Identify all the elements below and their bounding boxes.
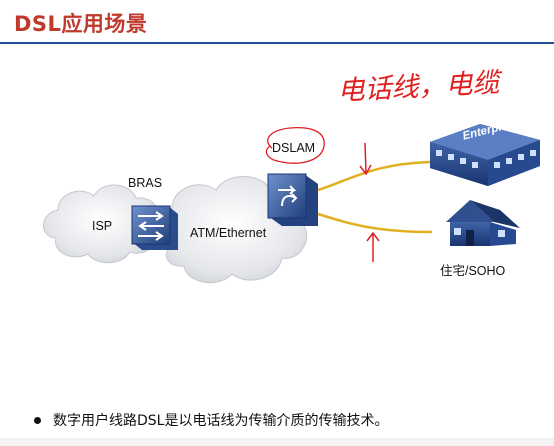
slide-title: DSL应用场景 — [14, 12, 148, 36]
handwritten-note: 电话线，电缆 — [337, 67, 504, 107]
bras-label: BRAS — [128, 176, 163, 190]
dslam-label: DSLAM — [272, 141, 316, 155]
red-arrow-up — [366, 231, 380, 262]
isp-label: ISP — [92, 219, 113, 233]
phone-lines — [317, 160, 433, 234]
red-arrow-down — [359, 142, 372, 176]
bullet-dot — [34, 416, 41, 424]
enterprise-building-icon — [430, 124, 540, 186]
bullet-item: 数字用户线路DSL是以电话线为传输介质的传输技术。 — [34, 410, 388, 430]
bullet-text: 数字用户线路DSL是以电话线为传输介质的传输技术。 — [53, 413, 389, 429]
slide-bottom-bar — [0, 438, 554, 446]
bras-router-icon — [131, 205, 178, 250]
title-divider — [0, 42, 554, 44]
dslam-circle-mark — [265, 126, 325, 164]
home-soho-label: 住宅/SOHO — [440, 264, 506, 278]
atm-ethernet-label: ATM/Ethernet — [190, 226, 267, 240]
home-house-icon — [446, 200, 520, 246]
dslam-device-icon — [267, 173, 318, 226]
